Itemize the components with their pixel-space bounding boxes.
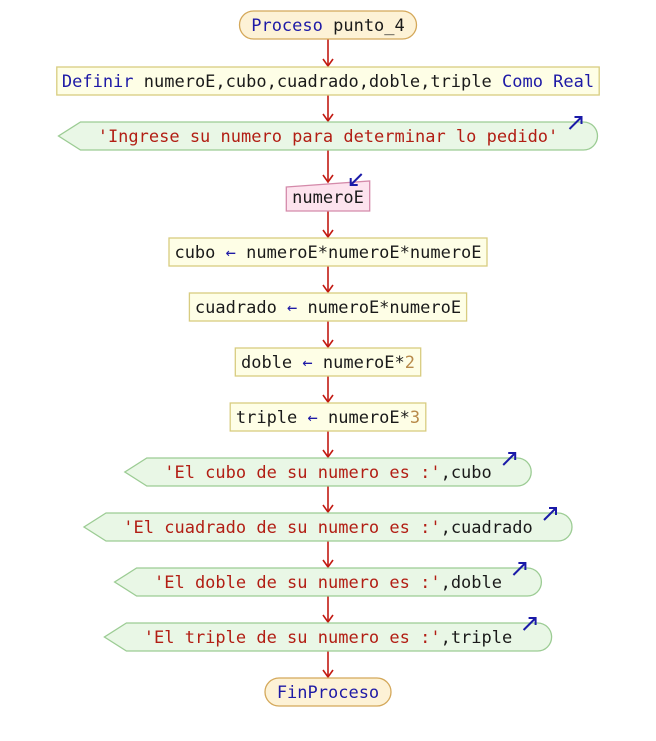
terminal-shape: [238, 10, 418, 40]
label-segment: numeroE*: [313, 353, 405, 373]
node-doble[interactable]: doble ← numeroE*2: [234, 347, 422, 377]
label-segment: 'El cuadrado de su numero es :': [123, 518, 440, 538]
label-segment: ,cuadrado: [441, 518, 533, 538]
node-label: 'Ingrese su numero para determinar lo pe…: [98, 127, 559, 147]
flow-arrow: [322, 39, 334, 68]
flow-arrow: [322, 541, 334, 569]
label-segment: numeroE*: [318, 408, 410, 428]
label-segment: numeroE,cubo,cuadrado,doble,triple: [144, 72, 502, 92]
node-label: cuadrado ← numeroE*numeroE: [195, 298, 461, 318]
label-segment: ←: [308, 408, 318, 428]
label-segment: ,doble: [441, 573, 502, 593]
output-arrow-icon: [522, 617, 537, 631]
label-segment: 'Ingrese su numero para determinar lo pe…: [98, 127, 559, 147]
node-label: triple ← numeroE*3: [236, 408, 420, 428]
node-out-doble[interactable]: 'El doble de su numero es :',doble: [113, 562, 542, 597]
flow-arrow: [322, 486, 334, 514]
node-label: 'El triple de su numero es :',triple: [144, 628, 512, 648]
node-label: doble ← numeroE*2: [241, 353, 415, 373]
node-label: Proceso punto_4: [251, 16, 405, 36]
label-segment: ←: [226, 243, 236, 263]
label-segment: 2: [405, 353, 415, 373]
label-segment: Definir: [62, 72, 144, 92]
label-segment: FinProceso: [277, 683, 379, 703]
label-segment: numeroE*numeroE: [297, 298, 461, 318]
node-label: numeroE: [292, 188, 364, 208]
label-segment: numeroE*numeroE*numeroE: [236, 243, 482, 263]
node-end[interactable]: FinProceso: [264, 677, 392, 707]
label-segment: ,triple: [441, 628, 513, 648]
node-leer[interactable]: numeroE: [285, 173, 371, 212]
node-start[interactable]: Proceso punto_4: [238, 10, 418, 40]
flow-arrow: [322, 266, 334, 294]
flow-arrow: [322, 431, 334, 459]
label-segment: cubo: [174, 243, 225, 263]
output-arrow-icon: [502, 452, 517, 466]
input-arrow-icon: [349, 173, 363, 186]
flow-arrow: [322, 376, 334, 404]
process-shape: [234, 347, 422, 377]
flow-arrow: [322, 596, 334, 624]
flow-arrow: [322, 211, 334, 239]
label-segment: ,cubo: [441, 463, 492, 483]
label-segment: 'El doble de su numero es :': [154, 573, 441, 593]
output-arrow-icon: [512, 562, 527, 576]
node-label: 'El cuadrado de su numero es :',cuadrado: [123, 518, 532, 538]
node-label: 'El cubo de su numero es :',cubo: [164, 463, 492, 483]
node-cubo[interactable]: cubo ← numeroE*numeroE*numeroE: [168, 237, 488, 267]
output-shape: [82, 512, 573, 542]
flow-arrow: [322, 95, 334, 123]
input-shape: [285, 180, 371, 212]
node-label: Definir numeroE,cubo,cuadrado,doble,trip…: [62, 72, 594, 92]
output-shape: [103, 622, 553, 652]
terminal-shape: [264, 677, 392, 707]
process-shape: [229, 402, 427, 432]
label-segment: 'El triple de su numero es :': [144, 628, 441, 648]
node-out-cuadrado[interactable]: 'El cuadrado de su numero es :',cuadrado: [82, 507, 573, 542]
label-segment: ←: [287, 298, 297, 318]
label-segment: triple: [236, 408, 308, 428]
output-arrow-icon: [543, 507, 557, 521]
output-arrow-icon: [568, 116, 583, 130]
node-out-triple[interactable]: 'El triple de su numero es :',triple: [103, 617, 553, 652]
label-segment: Como Real: [502, 72, 594, 92]
label-segment: 3: [410, 408, 420, 428]
flow-arrow: [322, 651, 334, 679]
process-shape: [56, 66, 600, 96]
label-segment: ←: [302, 353, 312, 373]
label-segment: 'El cubo de su numero es :': [164, 463, 440, 483]
node-prompt[interactable]: 'Ingrese su numero para determinar lo pe…: [57, 116, 599, 151]
flow-arrow: [322, 321, 334, 349]
label-segment: punto_4: [333, 16, 405, 36]
node-cuadrado[interactable]: cuadrado ← numeroE*numeroE: [188, 292, 468, 322]
node-label: FinProceso: [277, 683, 379, 703]
node-definir[interactable]: Definir numeroE,cubo,cuadrado,doble,trip…: [56, 66, 600, 96]
node-triple[interactable]: triple ← numeroE*3: [229, 402, 427, 432]
process-shape: [168, 237, 488, 267]
label-segment: numeroE: [292, 188, 364, 208]
output-shape: [113, 567, 542, 597]
label-segment: Proceso: [251, 16, 333, 36]
output-shape: [123, 457, 532, 487]
output-shape: [57, 121, 599, 151]
node-label: 'El doble de su numero es :',doble: [154, 573, 502, 593]
flow-arrows: [322, 39, 334, 679]
node-out-cubo[interactable]: 'El cubo de su numero es :',cubo: [123, 452, 532, 487]
node-label: cubo ← numeroE*numeroE*numeroE: [174, 243, 481, 263]
label-segment: doble: [241, 353, 302, 373]
process-shape: [188, 292, 468, 322]
flow-arrow: [322, 150, 334, 184]
label-segment: cuadrado: [195, 298, 287, 318]
